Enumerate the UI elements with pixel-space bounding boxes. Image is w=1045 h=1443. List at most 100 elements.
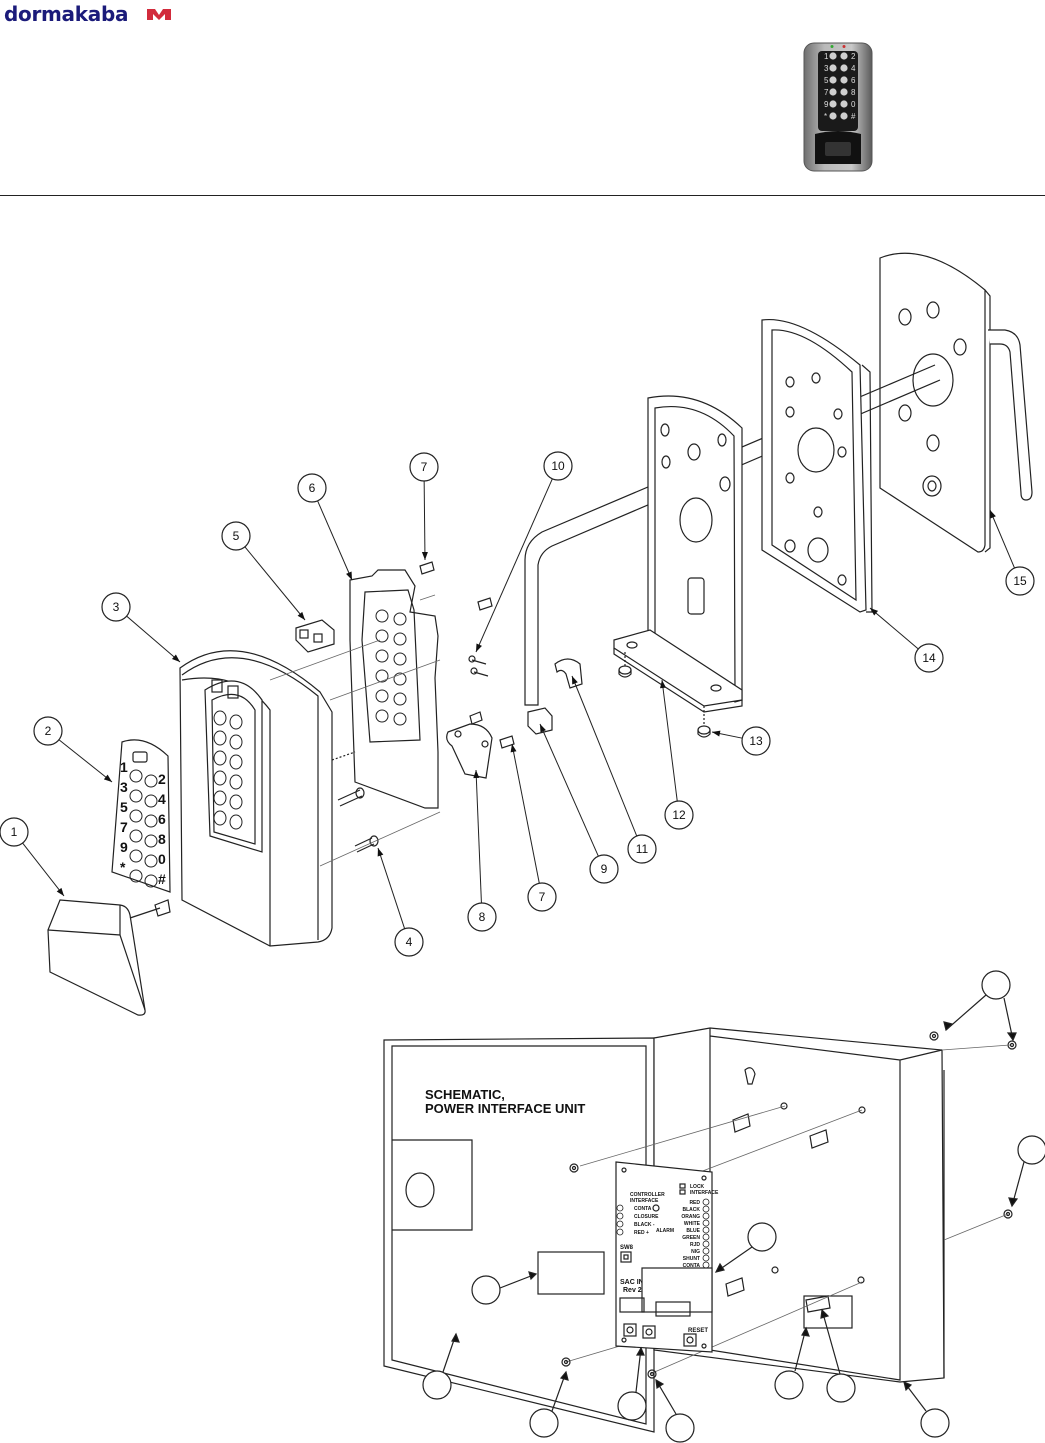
product-keypad: 1 2 3 4 5 6 7 8 9 0 * # [824,52,856,121]
product-key-label: # [851,112,856,121]
product-key-label: 4 [851,64,856,73]
right-terminal-label: BLUE [686,1228,700,1234]
bottom-cover [47,899,171,1016]
callout-bubble [297,473,327,503]
callout-bubble [914,643,944,673]
callout-number: 6 [309,481,316,495]
right-terminal-label: RJD [690,1242,700,1248]
callout-number: 10 [551,459,565,473]
bracket-screws [618,652,711,738]
board-name-2: Rev 2A [623,1287,647,1294]
product-key-label: * [824,112,827,121]
product-key-label: 9 [824,100,829,109]
guide-lines [269,594,441,867]
right-terminal-label: WHITE [684,1221,701,1227]
product-key-button [829,88,837,96]
right-terminal-label: SHUNT [683,1256,700,1262]
product-key-button [840,52,848,60]
callout-number: 1 [11,825,18,839]
product-key-label: 3 [824,64,829,73]
overlay-key-label: # [158,871,166,887]
callout-bubble [1005,566,1035,596]
product-key-label: 5 [824,76,829,85]
callout-number: 3 [113,600,120,614]
brand-logo: dormakaba [4,2,129,26]
overlay-key-label: 2 [158,771,166,787]
product-key-button [829,64,837,72]
header-divider [0,195,1045,196]
overlay-key-label: 8 [158,831,166,847]
callout-number: 4 [406,935,413,949]
product-key-label: 7 [824,88,829,97]
product-key-label: 0 [851,100,856,109]
product-key-button [829,100,837,108]
schematic-label-1: SCHEMATIC, [425,1087,505,1102]
lock-label-1: LOCK [690,1184,705,1190]
right-terminal-label: NIG [691,1249,700,1255]
controller-label-1: CONTROLLER [630,1192,665,1198]
product-key-button [840,100,848,108]
mounting-bracket [613,395,743,713]
callout-bubble [589,854,619,884]
callout-number: 2 [45,724,52,738]
alarm-label: ALARM [656,1228,674,1234]
left-terminal-label: RED + [634,1230,649,1236]
small-bracket [419,561,515,779]
sw-label: SW8 [620,1245,634,1251]
standoffs [565,1102,866,1375]
gasket-plate [761,318,873,613]
callout-bubble [467,902,497,932]
right-terminal-label: CONTA [683,1263,701,1269]
led-light-pipe [295,619,335,653]
cable [524,364,941,706]
right-terminal-label: ORANG [681,1214,700,1220]
callout-number: 5 [233,529,240,543]
overlay-key-label: 4 [158,791,166,807]
product-key-button [829,112,837,120]
left-terminal-label: BLACK - [634,1222,655,1228]
callout-bubble [627,834,657,864]
overlay-key-label: 0 [158,851,166,867]
callout-number: 11 [636,842,649,856]
schematic-label-2: POWER INTERFACE UNIT [425,1101,585,1116]
overlay-key-label: 6 [158,811,166,827]
product-key-label: 8 [851,88,856,97]
right-terminal-label: RED [689,1200,700,1206]
callout-bubble [101,592,131,622]
housing-keys [213,710,243,830]
product-key-button [840,76,848,84]
callout-bubble [33,716,63,746]
callout-number: 7 [539,890,546,904]
product-key-button [829,52,837,60]
board-key-contacts [375,609,407,726]
product-key-label: 6 [851,76,856,85]
enclosure-box [653,1027,945,1383]
product-key-button [840,112,848,120]
callout-number: 15 [1013,574,1027,588]
right-terminal-label: BLACK [683,1207,701,1213]
brand-logo-mark [147,9,171,20]
product-key-label: 1 [824,52,829,61]
nuts [561,1031,1017,1379]
overlay-key-label: 7 [120,819,128,835]
callout-bubble [543,451,573,481]
controller-label-2: INTERFACE [630,1198,659,1204]
keypad-housing [179,650,333,947]
callout-number: 9 [601,862,608,876]
product-key-button [840,64,848,72]
cable-connector [527,658,583,735]
overlay-key-label: * [120,859,126,875]
callout-bubble [394,927,424,957]
reset-label: RESET [688,1328,708,1334]
mounting-pins [331,751,379,853]
lock-label-2: INTERFACE [690,1190,719,1196]
callout-number: 12 [672,808,686,822]
enclosure-door: SCHEMATIC, POWER INTERFACE UNIT [383,1037,655,1433]
overlay-key-label: 3 [120,779,128,795]
product-key-button [829,76,837,84]
product-key-label: 2 [851,52,856,61]
